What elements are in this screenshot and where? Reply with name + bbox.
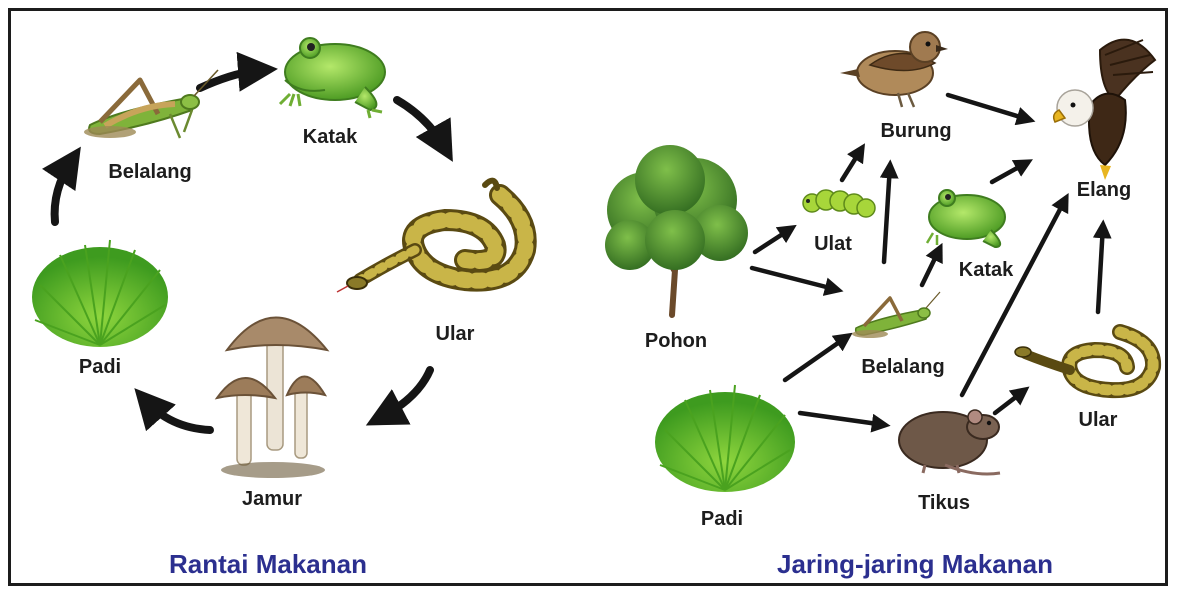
web-label-padi: Padi xyxy=(701,508,743,530)
arrow-ulat-to-burung xyxy=(842,148,862,180)
caterpillar-icon xyxy=(803,190,875,217)
tree-icon xyxy=(605,145,748,315)
mushroom-icon xyxy=(217,318,327,479)
frog-icon xyxy=(280,38,385,118)
grass-icon xyxy=(32,240,168,347)
chain-label-katak: Katak xyxy=(303,126,358,148)
rat-icon xyxy=(899,410,1000,474)
arrow-jamur-to-padi xyxy=(145,400,210,430)
arrow-ular-to-elang xyxy=(1098,225,1103,312)
arrow-padi-to-belalang xyxy=(55,160,72,222)
chain-label-belalang: Belalang xyxy=(108,161,191,183)
arrow-ular-to-jamur xyxy=(380,370,430,418)
grass-icon xyxy=(655,385,795,492)
arrow-katak-to-ular xyxy=(397,100,445,148)
grasshopper-icon xyxy=(84,70,218,138)
chain-label-ular: Ular xyxy=(436,323,475,345)
arrow-padi-to-tikus xyxy=(800,413,885,425)
web-label-belalang: Belalang xyxy=(861,356,944,378)
arrow-pohon-to-belalang xyxy=(752,268,838,290)
chain-title: Rantai Makanan xyxy=(169,549,367,579)
web-label-katak: Katak xyxy=(959,259,1014,281)
arrow-burung-to-elang xyxy=(948,95,1030,120)
eagle-icon xyxy=(1054,40,1155,180)
grasshopper-icon xyxy=(852,292,940,338)
frog-icon xyxy=(927,190,1005,247)
web-label-ular: Ular xyxy=(1079,409,1118,431)
web-title: Jaring-jaring Makanan xyxy=(777,549,1053,579)
chain-label-padi: Padi xyxy=(79,356,121,378)
food-web: Pohon Ulat Burung Elang Katak Belalang U… xyxy=(605,32,1155,579)
food-chain: Belalang Katak Ular Jamur Padi Rantai Ma… xyxy=(32,38,526,579)
chain-label-jamur: Jamur xyxy=(242,488,302,510)
web-label-ulat: Ulat xyxy=(814,233,852,255)
sparrow-icon xyxy=(840,32,948,107)
arrow-belalang-to-burung xyxy=(884,165,890,262)
arrow-katak-to-elang xyxy=(992,162,1028,182)
snake-icon xyxy=(337,181,526,292)
web-label-pohon: Pohon xyxy=(645,330,707,352)
web-label-elang: Elang xyxy=(1077,179,1131,201)
web-label-tikus: Tikus xyxy=(918,492,970,514)
arrow-pohon-to-ulat xyxy=(755,228,792,252)
arrow-belalang-to-katak xyxy=(922,248,940,285)
arrow-padi-to-belalang xyxy=(785,336,848,380)
snake-icon xyxy=(1015,332,1153,390)
arrow-tikus-to-ular xyxy=(995,390,1025,413)
web-label-burung: Burung xyxy=(880,120,951,142)
